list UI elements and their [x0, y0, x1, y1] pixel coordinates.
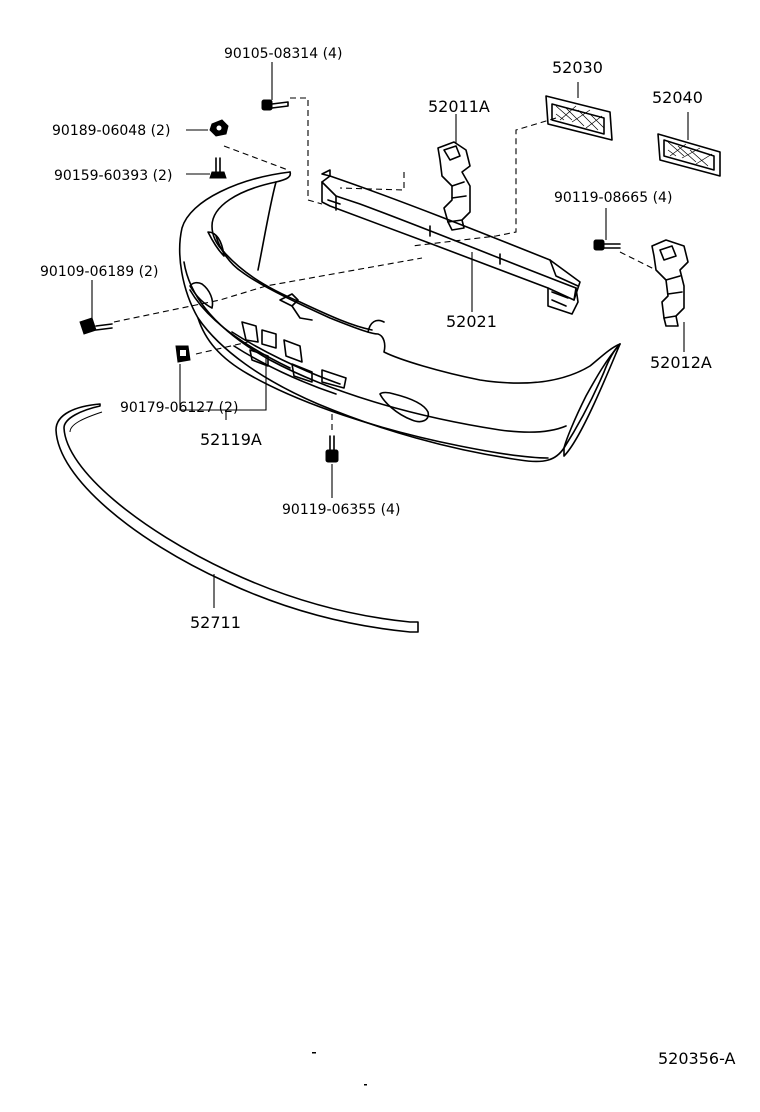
label-90109-06189: 90109-06189 (2)	[40, 264, 158, 280]
label-52021: 52021	[446, 312, 497, 331]
label-52119A: 52119A	[200, 430, 262, 449]
retainer-left	[437, 141, 471, 231]
label-90119-08665: 90119-08665 (4)	[554, 190, 672, 206]
bumper-reinforcement	[321, 169, 581, 315]
clip-90179-icon	[175, 345, 191, 363]
stray-mark	[364, 1084, 367, 1086]
clip-90159-icon	[209, 157, 227, 179]
lip-spoiler	[55, 403, 419, 633]
grille-52030	[545, 95, 613, 141]
retainer-right	[651, 239, 689, 327]
leader-lines	[91, 62, 689, 608]
label-52040: 52040	[652, 88, 703, 107]
grille-52040	[657, 133, 721, 177]
label-52011A: 52011A	[428, 97, 490, 116]
label-90179-06127: 90179-06127 (2)	[120, 400, 238, 416]
part-labels: 90105-08314 (4) 90189-06048 (2) 90159-60…	[40, 46, 736, 1068]
label-52711: 52711	[190, 613, 241, 632]
label-90119-06355: 90119-06355 (4)	[282, 502, 400, 518]
nut-90189-icon	[209, 119, 229, 137]
label-52012A: 52012A	[650, 353, 712, 372]
bumper-cover	[178, 171, 621, 463]
bolt-90119b-icon	[325, 435, 339, 463]
label-90189-06048: 90189-06048 (2)	[52, 123, 170, 139]
label-52030: 52030	[552, 58, 603, 77]
label-90159-60393: 90159-60393 (2)	[54, 168, 172, 184]
stray-mark	[312, 1052, 316, 1054]
diagram-id: 520356-A	[658, 1049, 736, 1068]
bolt-90119a-icon	[593, 239, 621, 251]
bolt-90105-icon	[261, 99, 289, 111]
label-90105-08314: 90105-08314 (4)	[224, 46, 342, 62]
assembly-lines	[113, 97, 657, 430]
screw-90109-icon	[79, 317, 113, 335]
